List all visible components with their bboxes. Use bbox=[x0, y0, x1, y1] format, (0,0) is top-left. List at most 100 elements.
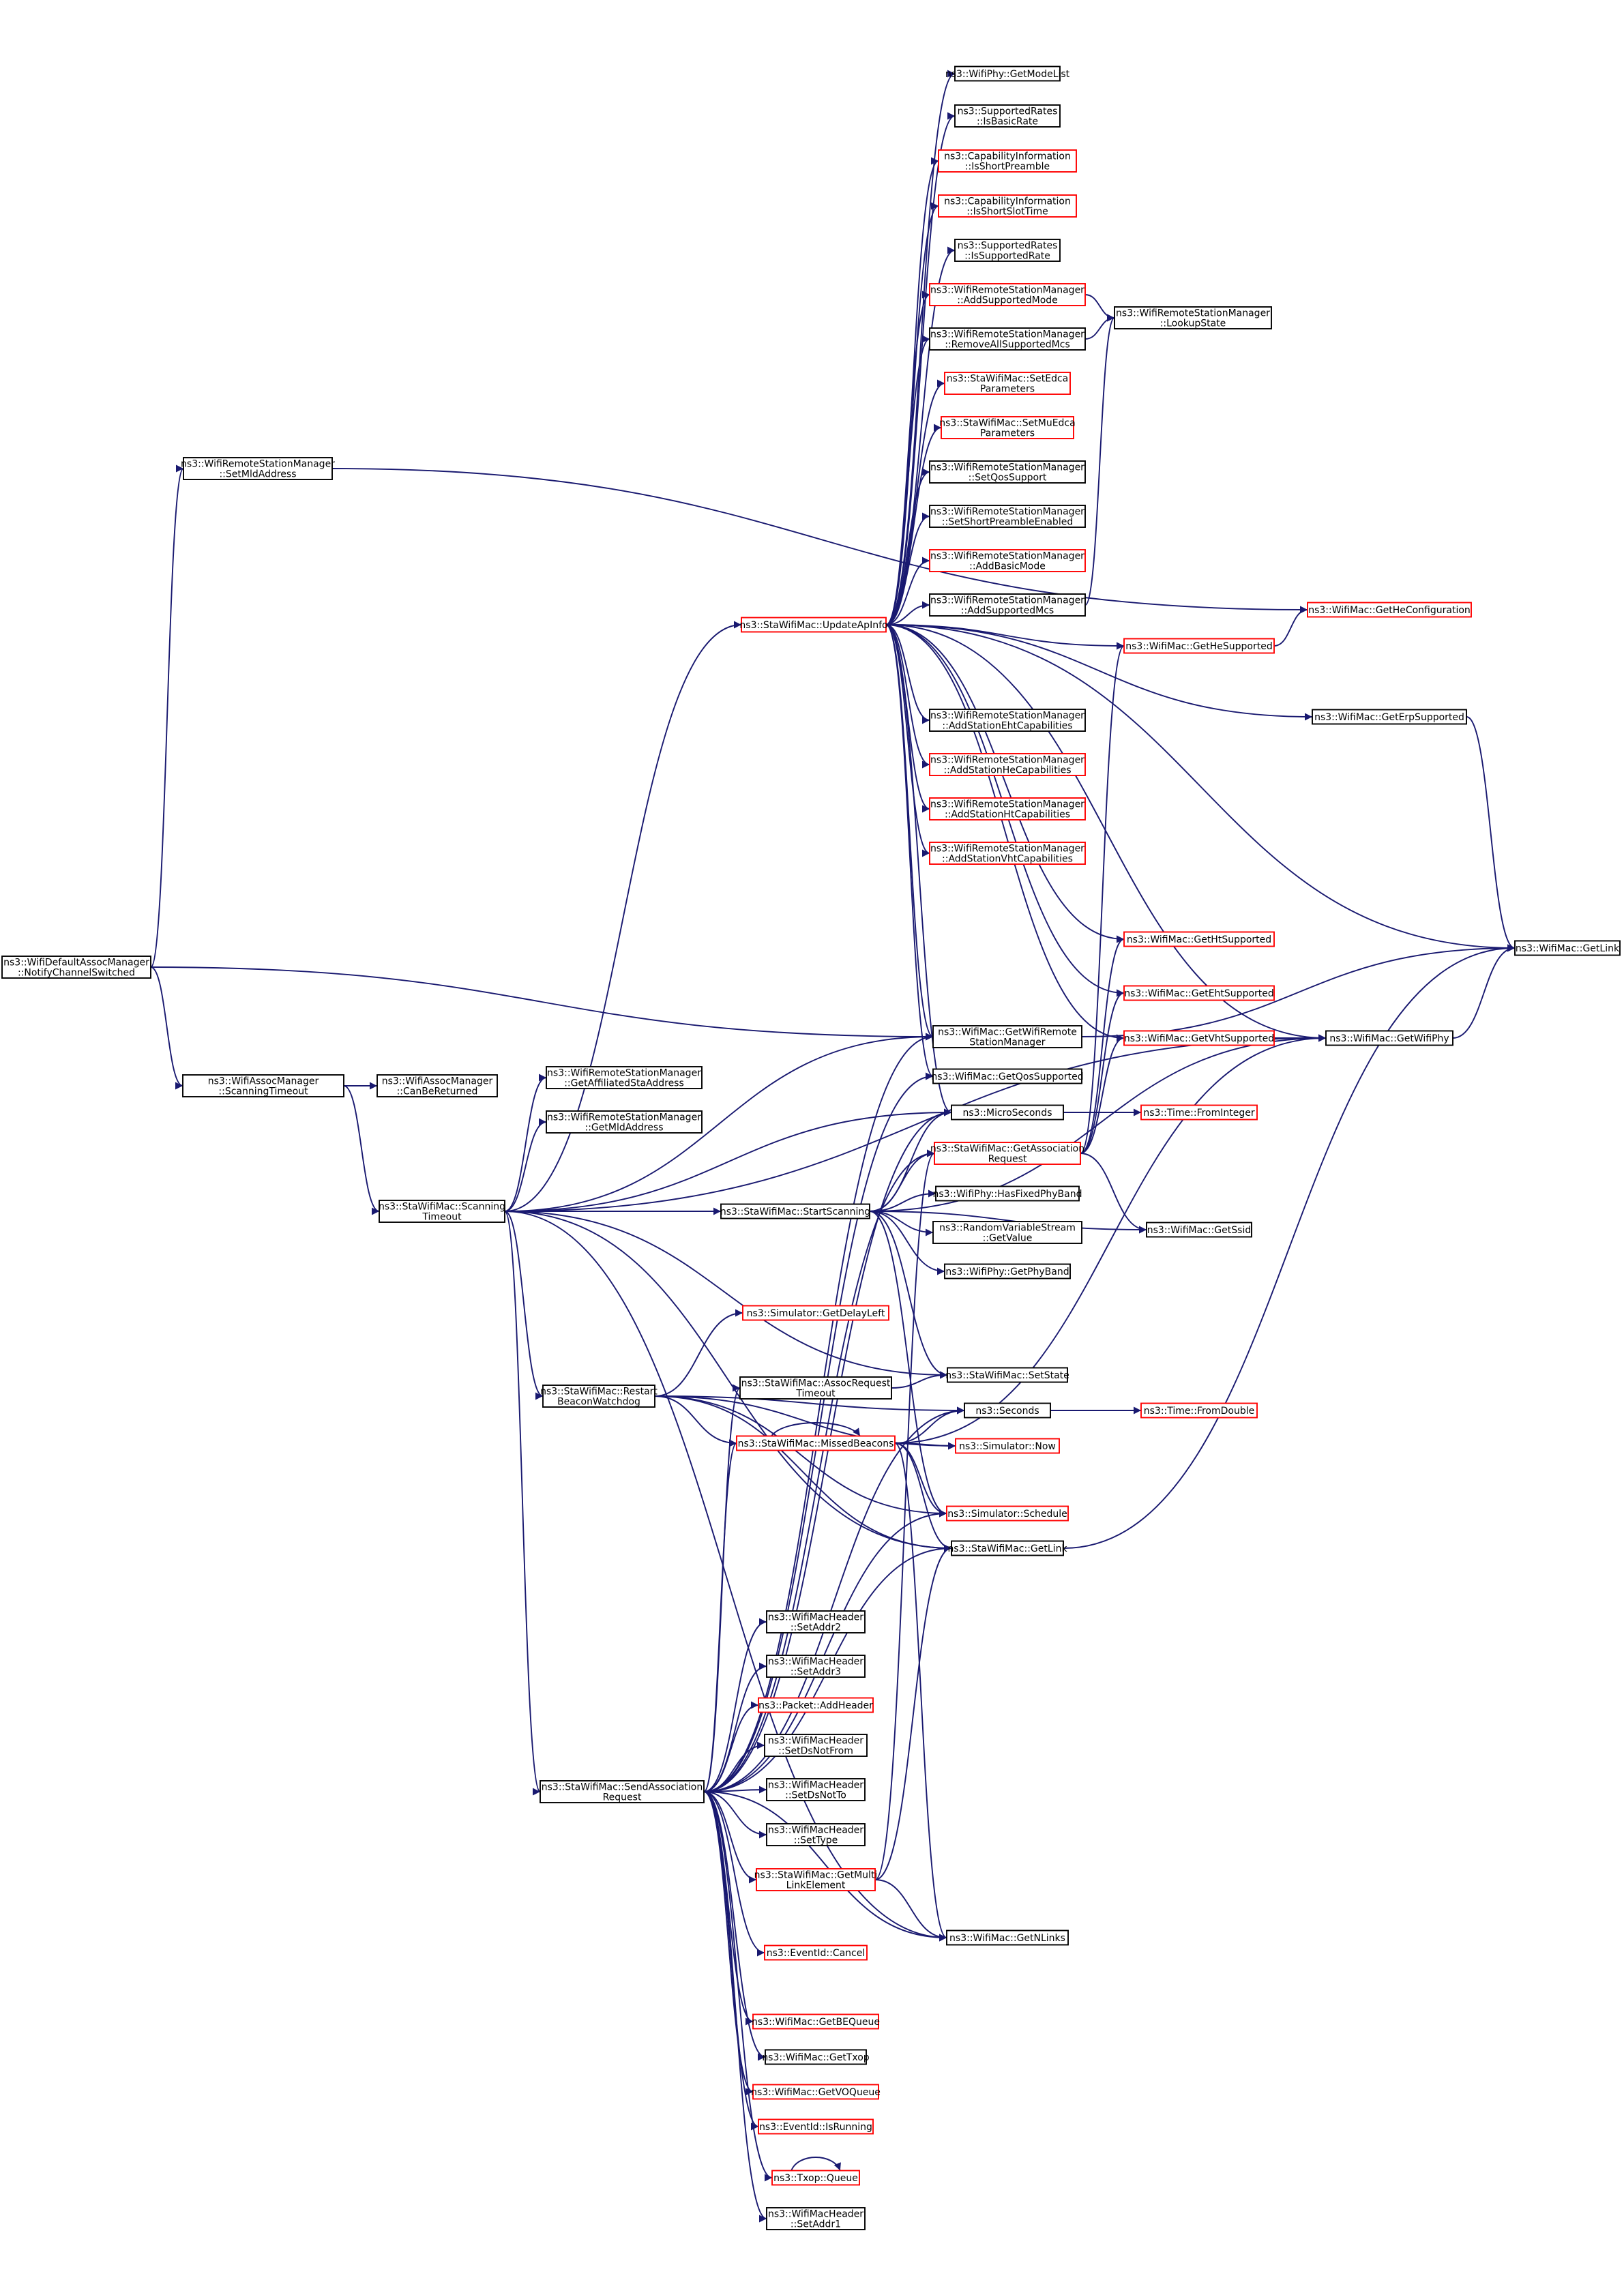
node-get-mode-list[interactable]: ns3::WifiPhy::GetModeList bbox=[945, 65, 1070, 82]
node-get-wifi-remote[interactable]: ns3::WifiMac::GetWifiRemoteStationManage… bbox=[932, 1025, 1082, 1048]
node-get-erp-supported[interactable]: ns3::WifiMac::GetErpSupported bbox=[1312, 709, 1467, 725]
node-set-short-preamble[interactable]: ns3::WifiRemoteStationManager::SetShortP… bbox=[929, 505, 1086, 528]
call-edge-restart-beacon-to-schedule bbox=[654, 1395, 947, 1518]
node-assoc-scanning-timeout[interactable]: ns3::WifiAssocManager::ScanningTimeout bbox=[182, 1074, 344, 1097]
node-remove-all-supported-mcs[interactable]: ns3::WifiRemoteStationManager::RemoveAll… bbox=[929, 327, 1086, 351]
node-label-line: ::AddStationVhtCapabilities bbox=[942, 854, 1073, 865]
node-sta-get-link[interactable]: ns3::StaWifiMac::GetLink bbox=[947, 1540, 1067, 1556]
node-label-line: ns3::WifiMac::GetHeSupported bbox=[1125, 641, 1272, 652]
node-is-supported-rate[interactable]: ns3::SupportedRates::IsSupportedRate bbox=[954, 239, 1061, 262]
node-root: ns3::WifiDefaultAssocManager::NotifyChan… bbox=[1, 956, 151, 979]
node-label-line: ns3::WifiMacHeader bbox=[768, 1657, 863, 1668]
node-from-integer[interactable]: ns3::Time::FromInteger bbox=[1140, 1104, 1258, 1121]
node-add-header[interactable]: ns3::Packet::AddHeader bbox=[758, 1697, 874, 1713]
node-get-qos-supported[interactable]: ns3::WifiMac::GetQosSupported bbox=[931, 1068, 1084, 1084]
node-add-ht[interactable]: ns3::WifiRemoteStationManager::AddStatio… bbox=[929, 797, 1086, 820]
node-get-nlinks[interactable]: ns3::WifiMac::GetNLinks bbox=[946, 1929, 1069, 1946]
node-get-vht-supported[interactable]: ns3::WifiMac::GetVhtSupported bbox=[1123, 1030, 1275, 1046]
node-is-basic-rate[interactable]: ns3::SupportedRates::IsBasicRate bbox=[954, 104, 1061, 128]
call-edge-missed-beacons-to-get-wifi-phy bbox=[894, 1034, 1327, 1444]
call-edge-root-to-get-wifi-remote bbox=[150, 966, 934, 1041]
node-mac-get-link[interactable]: ns3::WifiMac::GetLink bbox=[1514, 940, 1621, 956]
call-edge-send-assoc-req-to-set-addr2 bbox=[703, 1618, 767, 1792]
node-set-ds-not-to[interactable]: ns3::WifiMacHeader::SetDsNotTo bbox=[766, 1778, 866, 1801]
node-is-running[interactable]: ns3::EventId::IsRunning bbox=[758, 2118, 874, 2135]
node-set-type[interactable]: ns3::WifiMacHeader::SetType bbox=[766, 1823, 866, 1846]
node-box-outline bbox=[1123, 1030, 1275, 1046]
node-get-ssid[interactable]: ns3::WifiMac::GetSsid bbox=[1146, 1222, 1252, 1238]
node-txop-queue[interactable]: ns3::Txop::Queue bbox=[771, 2170, 860, 2186]
node-box-outline bbox=[756, 1868, 876, 1891]
node-get-he-supported[interactable]: ns3::WifiMac::GetHeSupported bbox=[1123, 638, 1275, 654]
node-lookup-state[interactable]: ns3::WifiRemoteStationManager::LookupSta… bbox=[1114, 306, 1272, 329]
node-set-addr3[interactable]: ns3::WifiMacHeader::SetAddr3 bbox=[766, 1655, 866, 1678]
node-set-addr2[interactable]: ns3::WifiMacHeader::SetAddr2 bbox=[766, 1610, 866, 1633]
node-box-outline bbox=[954, 104, 1061, 128]
node-add-supported-mcs[interactable]: ns3::WifiRemoteStationManager::AddSuppor… bbox=[929, 593, 1086, 617]
node-update-ap-info[interactable]: ns3::StaWifiMac::UpdateApInfo bbox=[739, 617, 888, 633]
node-label-line: ns3::SupportedRates bbox=[958, 241, 1058, 252]
call-edge-set-mld-address-to-get-he-config bbox=[331, 468, 1308, 614]
node-from-double[interactable]: ns3::Time::FromDouble bbox=[1140, 1402, 1258, 1419]
node-get-eht-supported[interactable]: ns3::WifiMac::GetEhtSupported bbox=[1123, 985, 1275, 1001]
node-set-ds-not-from[interactable]: ns3::WifiMacHeader::SetDsNotFrom bbox=[764, 1734, 868, 1757]
node-is-short-preamble[interactable]: ns3::CapabilityInformation::IsShortPream… bbox=[938, 149, 1077, 173]
node-get-delay-left[interactable]: ns3::Simulator::GetDelayLeft bbox=[742, 1305, 889, 1321]
node-event-cancel[interactable]: ns3::EventId::Cancel bbox=[764, 1944, 868, 1961]
node-set-addr1[interactable]: ns3::WifiMacHeader::SetAddr1 bbox=[766, 2207, 866, 2230]
node-sim-now[interactable]: ns3::Simulator::Now bbox=[955, 1438, 1060, 1454]
call-edge-add-supported-mcs-to-lookup-state bbox=[1084, 314, 1115, 606]
node-get-he-config[interactable]: ns3::WifiMac::GetHeConfiguration bbox=[1307, 602, 1472, 618]
node-add-vht[interactable]: ns3::WifiRemoteStationManager::AddStatio… bbox=[929, 842, 1086, 865]
node-box-outline bbox=[934, 1142, 1081, 1165]
node-box-outline bbox=[764, 1944, 868, 1961]
node-label-line: ns3::WifiMacHeader bbox=[768, 1825, 863, 1836]
call-edge-assoc-scanning-timeout-to-sta-scanning-timeout bbox=[343, 1085, 380, 1215]
node-start-scanning[interactable]: ns3::StaWifiMac::StartScanning bbox=[720, 1203, 870, 1219]
node-set-mld-address[interactable]: ns3::WifiRemoteStationManager::SetMldAdd… bbox=[181, 457, 335, 480]
node-get-affiliated-sta[interactable]: ns3::WifiRemoteStationManager::GetAffili… bbox=[546, 1066, 703, 1089]
call-edges bbox=[150, 70, 1516, 2223]
node-get-txop[interactable]: ns3::WifiMac::GetTxop bbox=[762, 2049, 870, 2065]
node-add-he[interactable]: ns3::WifiRemoteStationManager::AddStatio… bbox=[929, 753, 1086, 776]
node-set-qos-support[interactable]: ns3::WifiRemoteStationManager::SetQosSup… bbox=[929, 460, 1086, 484]
node-micro-seconds[interactable]: ns3::MicroSeconds bbox=[951, 1104, 1064, 1121]
node-has-fixed-phy-band[interactable]: ns3::WifiPhy::HasFixedPhyBand bbox=[933, 1185, 1082, 1202]
node-get-bequeue[interactable]: ns3::WifiMac::GetBEQueue bbox=[752, 2013, 880, 2030]
call-edge-sta-scanning-timeout-to-get-affiliated-sta bbox=[504, 1074, 547, 1212]
node-get-phy-band[interactable]: ns3::WifiPhy::GetPhyBand bbox=[944, 1263, 1071, 1279]
call-edge-sta-scanning-timeout-to-restart-beacon bbox=[504, 1211, 544, 1400]
node-get-ht-supported[interactable]: ns3::WifiMac::GetHtSupported bbox=[1123, 931, 1275, 947]
node-label-line: ns3::StaWifiMac::GetAssociation bbox=[930, 1144, 1084, 1155]
node-sta-scanning-timeout[interactable]: ns3::StaWifiMac::ScanningTimeout bbox=[379, 1200, 505, 1223]
node-label-line: ns3::WifiPhy::HasFixedPhyBand bbox=[933, 1189, 1082, 1200]
node-get-wifi-phy[interactable]: ns3::WifiMac::GetWifiPhy bbox=[1325, 1030, 1453, 1046]
node-set-state[interactable]: ns3::StaWifiMac::SetState bbox=[945, 1367, 1069, 1383]
call-edge-assoc-req-timeout-to-set-state bbox=[891, 1371, 948, 1389]
node-is-short-slot-time[interactable]: ns3::CapabilityInformation::IsShortSlotT… bbox=[938, 194, 1077, 218]
call-edge-update-ap-info-to-set-qos-support bbox=[885, 468, 930, 625]
node-missed-beacons[interactable]: ns3::StaWifiMac::MissedBeacons bbox=[736, 1435, 896, 1451]
node-box-outline bbox=[752, 2013, 879, 2030]
node-get-mld-address[interactable]: ns3::WifiRemoteStationManager::GetMldAdd… bbox=[546, 1110, 703, 1134]
node-add-supported-mode[interactable]: ns3::WifiRemoteStationManager::AddSuppor… bbox=[929, 283, 1086, 306]
node-can-be-returned[interactable]: ns3::WifiAssocManager::CanBeReturned bbox=[377, 1074, 498, 1097]
node-box-outline bbox=[944, 1263, 1071, 1279]
call-edge-send-assoc-req-to-get-txop bbox=[703, 1791, 766, 2061]
node-label-line: ns3::WifiRemoteStationManager bbox=[930, 551, 1084, 562]
node-add-basic-mode[interactable]: ns3::WifiRemoteStationManager::AddBasicM… bbox=[929, 549, 1086, 572]
node-get-voqueue[interactable]: ns3::WifiMac::GetVOQueue bbox=[751, 2084, 881, 2100]
node-box-outline bbox=[929, 327, 1086, 351]
node-add-eht[interactable]: ns3::WifiRemoteStationManager::AddStatio… bbox=[929, 709, 1086, 732]
node-rvs-get-value[interactable]: ns3::RandomVariableStream::GetValue bbox=[932, 1221, 1082, 1244]
node-schedule[interactable]: ns3::Simulator::Schedule bbox=[946, 1505, 1069, 1522]
node-seconds[interactable]: ns3::Seconds bbox=[964, 1402, 1051, 1419]
node-label-line: ns3::WifiRemoteStationManager bbox=[930, 844, 1084, 855]
